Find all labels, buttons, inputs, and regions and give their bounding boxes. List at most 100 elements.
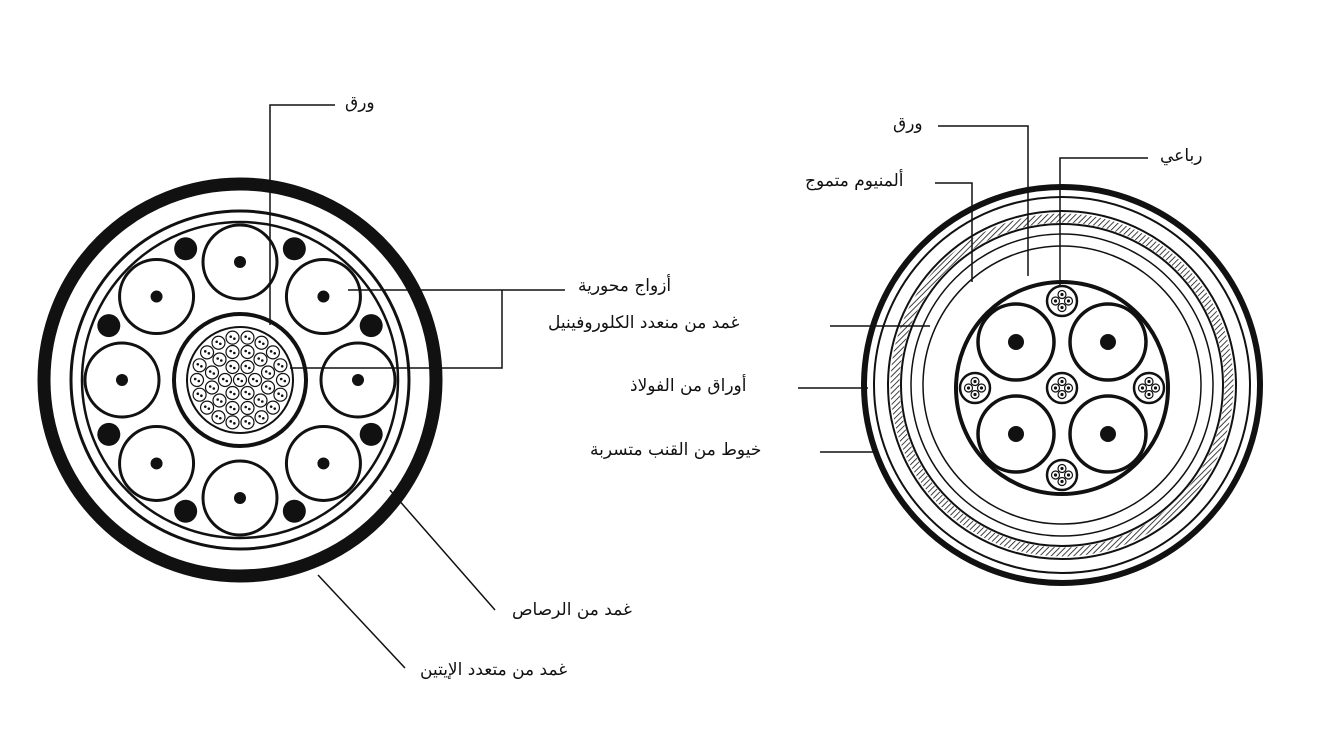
quad-wire-core bbox=[1140, 386, 1145, 390]
center-wire bbox=[212, 352, 227, 367]
quad-wire-core bbox=[1060, 305, 1064, 310]
paper-ring-right-1 bbox=[910, 233, 1214, 537]
center-wire bbox=[211, 335, 226, 350]
center-wire-dot bbox=[200, 394, 203, 398]
center-wire-dot bbox=[244, 405, 248, 409]
center-wire-dot bbox=[215, 340, 218, 344]
leader-line-paper-left bbox=[269, 104, 335, 325]
center-wire bbox=[275, 372, 291, 388]
lead-sheath-ring bbox=[69, 209, 411, 551]
quad-wire-core bbox=[1147, 392, 1151, 397]
center-wire-dot bbox=[248, 351, 251, 355]
center-wire bbox=[247, 372, 263, 388]
coaxial-pair-conductor bbox=[150, 290, 163, 303]
center-wire-dot bbox=[262, 416, 265, 420]
center-wire-dot bbox=[207, 407, 211, 410]
center-wire bbox=[240, 385, 255, 401]
corrugated-aluminum-ring-inner bbox=[900, 223, 1224, 547]
center-wire-dot bbox=[248, 366, 251, 370]
label-quad: رباعي bbox=[1160, 146, 1203, 166]
center-wire-dot bbox=[203, 405, 207, 408]
center-wire-dot bbox=[236, 377, 240, 381]
center-wire-dot bbox=[208, 385, 212, 388]
coaxial-pair-conductor bbox=[317, 457, 330, 470]
center-wire bbox=[273, 387, 288, 402]
filler-wire bbox=[282, 499, 306, 523]
center-wire bbox=[199, 345, 215, 360]
coaxial-pair-conductor bbox=[1100, 426, 1116, 442]
center-wire-dot bbox=[193, 377, 197, 381]
center-wire-dot bbox=[280, 364, 284, 368]
center-wire-dot bbox=[232, 407, 236, 411]
center-wire bbox=[240, 415, 255, 430]
center-wire bbox=[225, 359, 240, 375]
center-wire-dot bbox=[229, 420, 233, 423]
coaxial-pair-conductor bbox=[1100, 334, 1116, 350]
paper-ring-right-2 bbox=[922, 245, 1202, 525]
filler-wire bbox=[97, 314, 121, 338]
center-wire bbox=[225, 415, 240, 430]
quad-wire-core bbox=[973, 392, 977, 397]
center-wire-dot bbox=[212, 387, 216, 390]
label-pvc-sheath: غمد من منعدد الكلوروفينيل bbox=[548, 313, 740, 333]
center-wire-dot bbox=[196, 362, 200, 366]
center-wire-dot bbox=[244, 364, 247, 368]
quad bbox=[958, 371, 992, 405]
center-wire-dot bbox=[219, 342, 222, 346]
center-wire-dot bbox=[248, 392, 251, 396]
center-wire-dot bbox=[273, 352, 277, 355]
center-wire-dot bbox=[255, 379, 259, 383]
quad bbox=[1045, 371, 1079, 405]
center-wire bbox=[211, 410, 226, 425]
leader-line-lead-sheath bbox=[389, 489, 496, 611]
right-coaxial-pairs-group bbox=[976, 302, 1148, 474]
center-wire-dot bbox=[269, 405, 273, 408]
center-wire bbox=[192, 358, 207, 373]
center-wire bbox=[273, 358, 288, 373]
center-wire bbox=[253, 393, 268, 408]
center-wire bbox=[254, 335, 269, 350]
quad-wire-core bbox=[1060, 466, 1064, 471]
center-wire-dot bbox=[268, 387, 272, 390]
center-wire-dot bbox=[197, 379, 201, 383]
center-wire bbox=[204, 365, 220, 380]
center-wire-dot bbox=[208, 370, 212, 373]
filler-wire bbox=[359, 314, 383, 338]
filler-wire bbox=[174, 237, 198, 261]
center-wire-dot bbox=[207, 352, 211, 355]
quad-wire-core bbox=[966, 386, 971, 390]
center-wire-dot bbox=[219, 416, 222, 420]
quad-wire-core bbox=[1066, 386, 1071, 390]
center-wire-dot bbox=[229, 390, 232, 394]
center-wires-group bbox=[189, 330, 291, 430]
filler-wire bbox=[97, 422, 121, 446]
center-wire-dot bbox=[229, 349, 232, 353]
center-wire-dot bbox=[280, 394, 284, 398]
center-wire-dot bbox=[244, 349, 248, 353]
label-corrugated-aluminum: ألمنيوم متموج bbox=[805, 171, 904, 191]
coaxial-pair-conductor bbox=[234, 492, 246, 504]
center-wire-dot bbox=[262, 342, 265, 346]
coaxial-pairs-group bbox=[83, 223, 397, 537]
center-wire bbox=[265, 345, 281, 360]
center-wire bbox=[199, 400, 215, 415]
center-wire bbox=[225, 344, 240, 360]
center-wire-dot bbox=[229, 364, 232, 368]
center-wire-dot bbox=[261, 359, 264, 362]
center-wire-dot bbox=[268, 372, 272, 375]
quad-wire-core bbox=[1060, 292, 1064, 297]
quad-wire-core bbox=[1060, 392, 1064, 397]
center-wire bbox=[260, 380, 276, 395]
steel-tape-ring bbox=[873, 196, 1251, 574]
center-wire bbox=[192, 387, 207, 402]
center-wire-dot bbox=[219, 359, 223, 362]
center-wire-dot bbox=[283, 379, 287, 383]
center-wire-dot bbox=[251, 377, 255, 381]
coaxial-pair-conductor bbox=[234, 256, 246, 268]
center-wire bbox=[225, 385, 240, 401]
center-wire bbox=[232, 372, 248, 388]
center-wire-dot bbox=[264, 385, 268, 388]
corrugated-aluminum-hatched bbox=[890, 213, 1234, 557]
